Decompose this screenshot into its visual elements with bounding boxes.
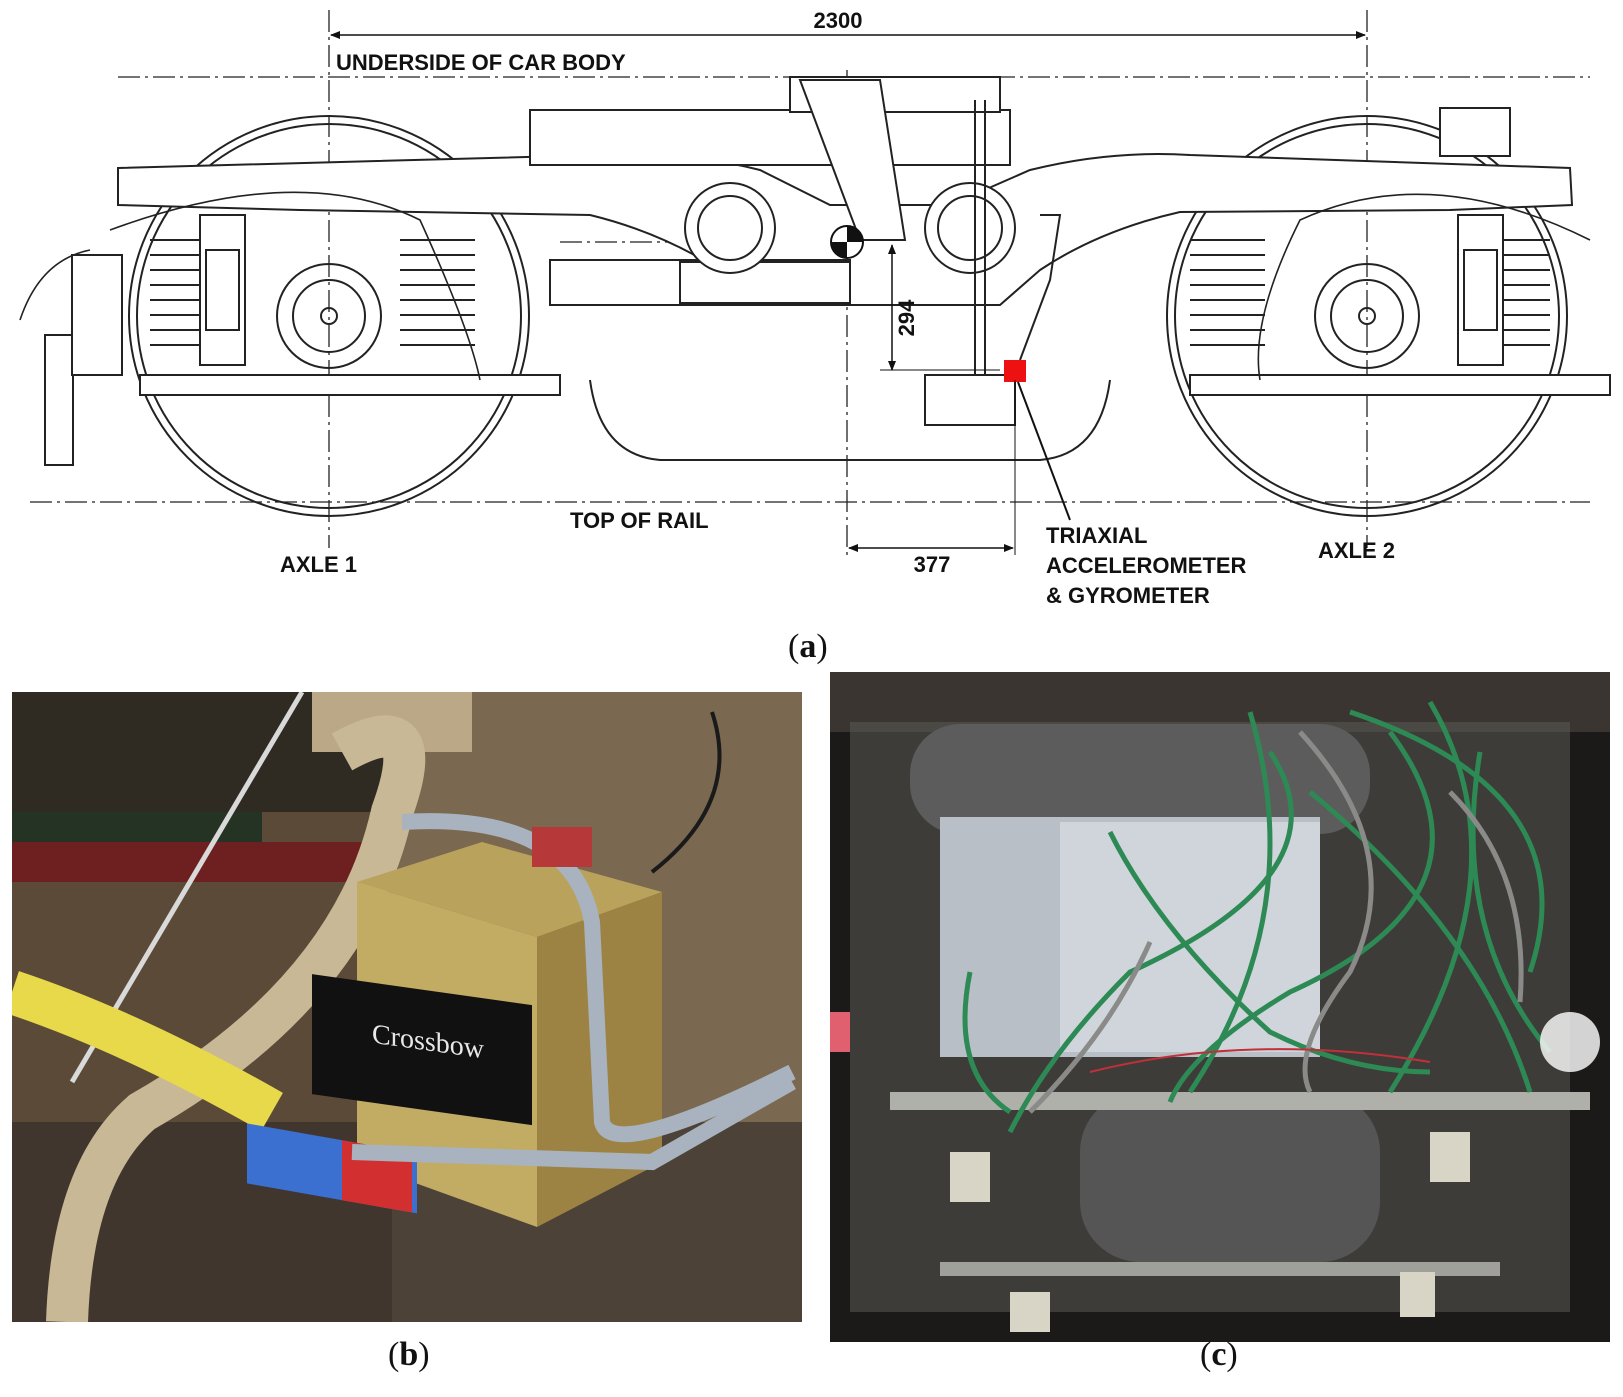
underside-label: UNDERSIDE OF CAR BODY bbox=[336, 50, 626, 75]
dim-294-label: 294 bbox=[894, 299, 919, 336]
axle1-label: AXLE 1 bbox=[280, 552, 357, 577]
caption-c: (c) bbox=[1200, 1336, 1238, 1373]
damper-1 bbox=[199, 214, 246, 366]
center-of-gravity-icon bbox=[830, 225, 864, 259]
sensor-label-line1: TRIAXIAL bbox=[1046, 523, 1147, 548]
buffer-plate bbox=[44, 254, 123, 466]
wheel-2 bbox=[1166, 115, 1568, 517]
rail-label: TOP OF RAIL bbox=[570, 508, 709, 533]
photo-c-illustration bbox=[830, 672, 1610, 1342]
caption-b: (b) bbox=[388, 1336, 430, 1373]
traction-rod bbox=[549, 182, 1016, 306]
axle2-label: AXLE 2 bbox=[1318, 538, 1395, 563]
crossbow-label-plate bbox=[312, 974, 532, 1126]
photo-b-illustration: Crossbow bbox=[12, 692, 802, 1322]
damper-2 bbox=[1457, 214, 1504, 366]
spring-2 bbox=[1190, 239, 1550, 346]
photo-b: Crossbow bbox=[12, 692, 802, 1322]
bogie-drawing: 2300 294 377 UNDERSIDE OF CAR BODY TOP O… bbox=[19, 8, 1611, 608]
sensor-label-line3: & GYROMETER bbox=[1046, 583, 1210, 608]
wheel-1 bbox=[128, 115, 530, 517]
caption-a: (a) bbox=[788, 628, 828, 665]
cable-loops bbox=[19, 191, 1591, 381]
sensor-marker bbox=[1004, 360, 1026, 382]
vertical-link bbox=[924, 100, 1062, 426]
dim-2300-label: 2300 bbox=[814, 8, 863, 33]
spring-1 bbox=[150, 239, 475, 346]
photo-c bbox=[830, 672, 1610, 1342]
sensor-label-line2: ACCELEROMETER bbox=[1046, 553, 1247, 578]
sensor-leader bbox=[1017, 381, 1071, 521]
dim-377-label: 377 bbox=[914, 552, 951, 577]
